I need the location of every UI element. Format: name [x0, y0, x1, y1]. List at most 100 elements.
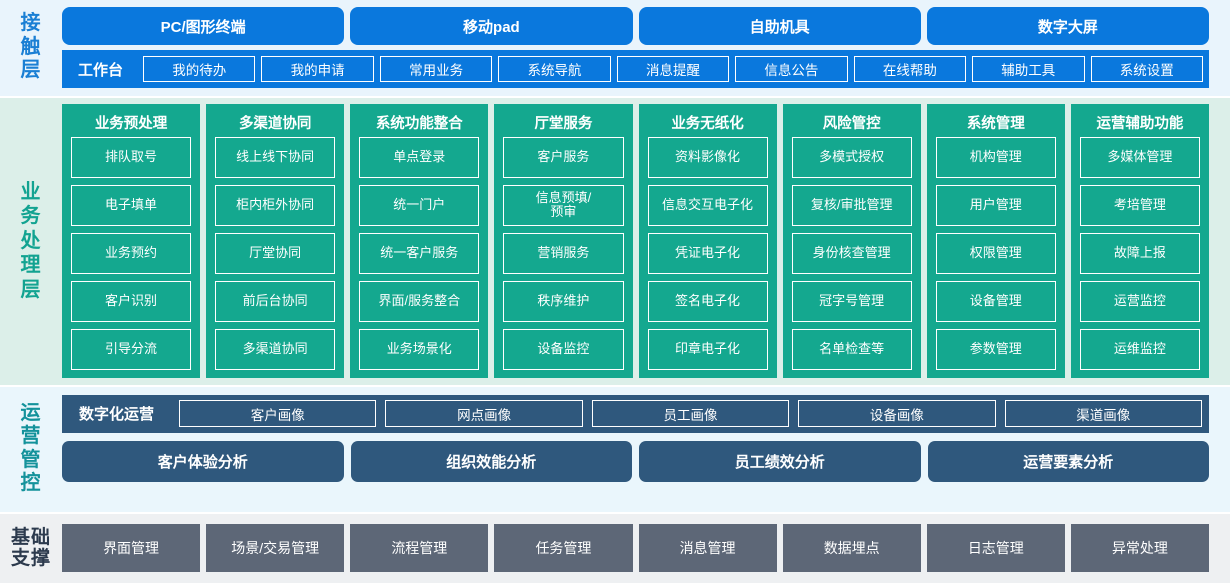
- biz-item[interactable]: 业务场景化: [359, 328, 480, 370]
- channel-self-service[interactable]: 自助机具: [638, 7, 921, 45]
- biz-item[interactable]: 权限管理: [935, 232, 1056, 274]
- divider: [0, 96, 1230, 99]
- analysis-staff-performance[interactable]: 员工绩效分析: [639, 440, 921, 482]
- biz-item[interactable]: 单点登录: [359, 137, 480, 178]
- biz-item[interactable]: 线上线下协同: [215, 137, 336, 178]
- biz-item[interactable]: 用户管理: [935, 185, 1056, 226]
- business-column-paperless: 业务无纸化 资料影像化 信息交互电子化 凭证电子化 签名电子化 印章电子化: [638, 104, 777, 378]
- biz-item[interactable]: 电子填单: [71, 185, 192, 226]
- biz-item[interactable]: 柜内柜外协同: [215, 185, 336, 226]
- biz-item[interactable]: 前后台协同: [215, 280, 336, 322]
- layer-operations-label-char: 运: [20, 401, 42, 424]
- foundation-ui-management[interactable]: 界面管理: [62, 523, 201, 572]
- layer-business-label: 业 务 处 理 层: [0, 104, 62, 378]
- biz-item[interactable]: 统一客户服务: [359, 232, 480, 274]
- layer-operations-label-char: 管: [20, 448, 42, 471]
- foundation-message-management[interactable]: 消息管理: [638, 523, 777, 572]
- biz-item[interactable]: 客户服务: [503, 137, 624, 178]
- column-title: 多渠道协同: [238, 116, 312, 133]
- biz-item[interactable]: 复核/审批管理: [791, 185, 912, 226]
- biz-item[interactable]: 资料影像化: [647, 137, 768, 178]
- portrait-customer[interactable]: 客户画像: [179, 400, 377, 428]
- column-title: 运营辅助功能: [1096, 116, 1184, 133]
- channel-row: PC/图形终端 移动pad 自助机具 数字大屏: [62, 7, 1230, 45]
- layer-contact: 接 触 层 PC/图形终端 移动pad 自助机具 数字大屏 工作台 我的待办 我…: [0, 0, 1230, 97]
- biz-item[interactable]: 客户识别: [71, 280, 192, 322]
- layer-business-label-char: 处: [20, 229, 42, 252]
- biz-item[interactable]: 运维监控: [1079, 328, 1200, 370]
- business-column-preprocess: 业务预处理 排队取号 电子填单 业务预约 客户识别 引导分流: [62, 104, 201, 378]
- biz-item[interactable]: 业务预约: [71, 232, 192, 274]
- foundation-log-management[interactable]: 日志管理: [926, 523, 1065, 572]
- portrait-branch[interactable]: 网点画像: [385, 400, 583, 428]
- menu-item-system-nav[interactable]: 系统导航: [498, 56, 611, 82]
- biz-item[interactable]: 秩序维护: [503, 280, 624, 322]
- layer-contact-label: 接 触 层: [0, 7, 62, 88]
- channel-pc[interactable]: PC/图形终端: [62, 7, 345, 45]
- biz-item[interactable]: 多媒体管理: [1079, 137, 1200, 178]
- biz-item[interactable]: 机构管理: [935, 137, 1056, 178]
- foundation-data-tracking[interactable]: 数据埋点: [782, 523, 921, 572]
- menu-item-online-help[interactable]: 在线帮助: [853, 56, 967, 82]
- layer-foundation: 基础 支撑 界面管理 场景/交易管理 流程管理 任务管理 消息管理 数据埋点 日…: [0, 513, 1230, 583]
- biz-item[interactable]: 信息预填/ 预审: [503, 185, 624, 226]
- channel-digital-screen[interactable]: 数字大屏: [926, 7, 1209, 45]
- menu-item-aux-tools[interactable]: 辅助工具: [972, 56, 1085, 82]
- analysis-operating-factors[interactable]: 运营要素分析: [927, 440, 1209, 482]
- business-columns: 业务预处理 排队取号 电子填单 业务预约 客户识别 引导分流 多渠道协同 线上线…: [62, 104, 1230, 378]
- column-title: 业务预处理: [94, 116, 168, 133]
- portrait-channel[interactable]: 渠道画像: [1004, 400, 1202, 428]
- biz-item[interactable]: 印章电子化: [647, 328, 768, 370]
- menu-item-my-todo[interactable]: 我的待办: [143, 56, 256, 82]
- biz-item[interactable]: 参数管理: [935, 328, 1056, 370]
- biz-item[interactable]: 多渠道协同: [215, 328, 336, 370]
- biz-item[interactable]: 运营监控: [1079, 280, 1200, 322]
- biz-item[interactable]: 厅堂协同: [215, 232, 336, 274]
- biz-item[interactable]: 签名电子化: [647, 280, 768, 322]
- biz-item[interactable]: 考培管理: [1079, 185, 1200, 226]
- biz-item[interactable]: 凭证电子化: [647, 232, 768, 274]
- menu-item-my-application[interactable]: 我的申请: [261, 56, 374, 82]
- analysis-customer-experience[interactable]: 客户体验分析: [62, 440, 344, 482]
- business-column-system-integration: 系统功能整合 单点登录 统一门户 统一客户服务 界面/服务整合 业务场景化: [350, 104, 489, 378]
- menu-item-message-alert[interactable]: 消息提醒: [616, 56, 730, 82]
- portrait-device[interactable]: 设备画像: [798, 400, 996, 428]
- biz-item[interactable]: 信息交互电子化: [647, 185, 768, 226]
- biz-item[interactable]: 排队取号: [71, 137, 192, 178]
- column-title: 风险管控: [822, 116, 881, 133]
- business-column-multichannel: 多渠道协同 线上线下协同 柜内柜外协同 厅堂协同 前后台协同 多渠道协同: [206, 104, 345, 378]
- biz-item[interactable]: 身份核查管理: [791, 232, 912, 274]
- foundation-process-management[interactable]: 流程管理: [350, 523, 489, 572]
- biz-item[interactable]: 多模式授权: [791, 137, 912, 178]
- foundation-task-management[interactable]: 任务管理: [494, 523, 633, 572]
- foundation-scenario-transaction[interactable]: 场景/交易管理: [206, 523, 345, 572]
- menu-item-system-settings[interactable]: 系统设置: [1090, 56, 1203, 82]
- foundation-exception-handling[interactable]: 异常处理: [1070, 523, 1209, 572]
- menu-item-common-business[interactable]: 常用业务: [379, 56, 493, 82]
- biz-item[interactable]: 营销服务: [503, 232, 624, 274]
- layer-business-label-char: 理: [20, 254, 42, 277]
- workbench-toolbar: 工作台 我的待办 我的申请 常用业务 系统导航 消息提醒 信息公告 在线帮助 辅…: [62, 50, 1209, 88]
- biz-item[interactable]: 故障上报: [1079, 232, 1200, 274]
- column-title: 系统管理: [966, 116, 1025, 133]
- layer-operations: 运 营 管 控 数字化运营 客户画像 网点画像 员工画像 设备画像 渠道画像 客…: [0, 386, 1230, 512]
- layer-contact-label-char: 触: [20, 35, 42, 58]
- biz-item[interactable]: 设备管理: [935, 280, 1056, 322]
- biz-item[interactable]: 统一门户: [359, 185, 480, 226]
- column-title: 厅堂服务: [534, 116, 593, 133]
- digital-operations-title: 数字化运营: [79, 406, 155, 424]
- biz-item[interactable]: 冠字号管理: [791, 280, 912, 322]
- digital-operations-row: 数字化运营 客户画像 网点画像 员工画像 设备画像 渠道画像: [62, 394, 1209, 433]
- layer-operations-label-char: 控: [20, 472, 42, 495]
- channel-mobile-pad[interactable]: 移动pad: [350, 7, 633, 45]
- biz-item[interactable]: 界面/服务整合: [359, 280, 480, 322]
- biz-item[interactable]: 名单检查等: [791, 328, 912, 370]
- layer-foundation-label-line: 基础: [10, 526, 51, 548]
- biz-item[interactable]: 设备监控: [503, 328, 624, 370]
- portrait-staff[interactable]: 员工画像: [591, 400, 790, 428]
- analysis-org-efficiency[interactable]: 组织效能分析: [350, 440, 632, 482]
- biz-item[interactable]: 引导分流: [71, 328, 192, 370]
- menu-item-announcement[interactable]: 信息公告: [735, 56, 848, 82]
- workbench-title: 工作台: [78, 61, 124, 79]
